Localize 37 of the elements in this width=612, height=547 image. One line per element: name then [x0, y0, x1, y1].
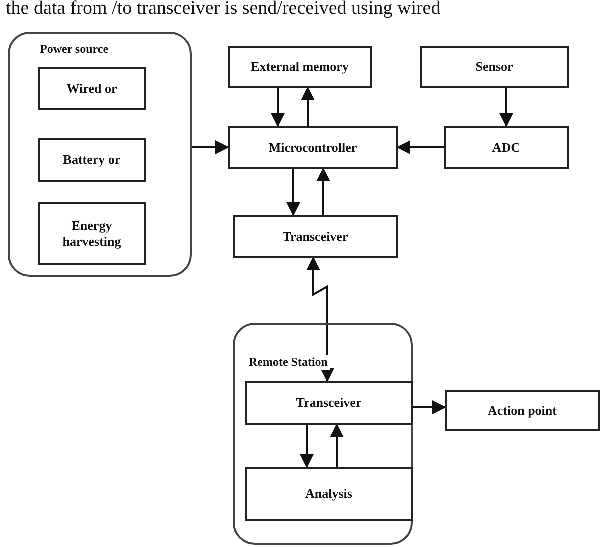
box-label: External memory	[250, 59, 350, 75]
box-label: Battery or	[62, 152, 122, 168]
process-box	[38, 138, 146, 182]
wireless-link-arrow	[306, 256, 334, 382]
box-label: ADC	[491, 140, 522, 156]
heading-text: the data from /to transceiver is send/received using wired	[6, 0, 441, 20]
arrow	[396, 140, 444, 154]
group-box	[8, 32, 192, 277]
group-box	[233, 323, 413, 545]
process-box	[245, 467, 413, 521]
box-label: Transceiver	[295, 395, 363, 411]
process-box	[233, 215, 398, 258]
process-box	[228, 126, 398, 169]
arrow	[286, 169, 300, 216]
box-label: Microcontroller	[268, 140, 358, 156]
arrow	[192, 140, 230, 154]
box-label: Action point	[487, 402, 558, 418]
arrow	[271, 88, 285, 128]
box-label: Analysis	[304, 486, 354, 502]
box-label: Wired or	[66, 80, 118, 96]
process-box	[38, 67, 146, 110]
process-box	[444, 126, 569, 169]
arrow	[316, 168, 330, 215]
arrow	[330, 424, 344, 467]
process-box	[38, 202, 146, 265]
box-label: Transceiver	[282, 228, 350, 244]
arrow	[301, 86, 315, 126]
box-label: Energy harvesting	[62, 218, 122, 250]
process-box	[228, 46, 372, 88]
process-box	[245, 381, 413, 425]
process-box	[445, 390, 600, 431]
arrow	[500, 88, 514, 128]
box-label: Sensor	[474, 59, 514, 75]
process-box	[420, 46, 569, 88]
arrow	[413, 400, 446, 414]
arrow	[300, 425, 314, 468]
group-title: Remote Station	[247, 355, 330, 370]
